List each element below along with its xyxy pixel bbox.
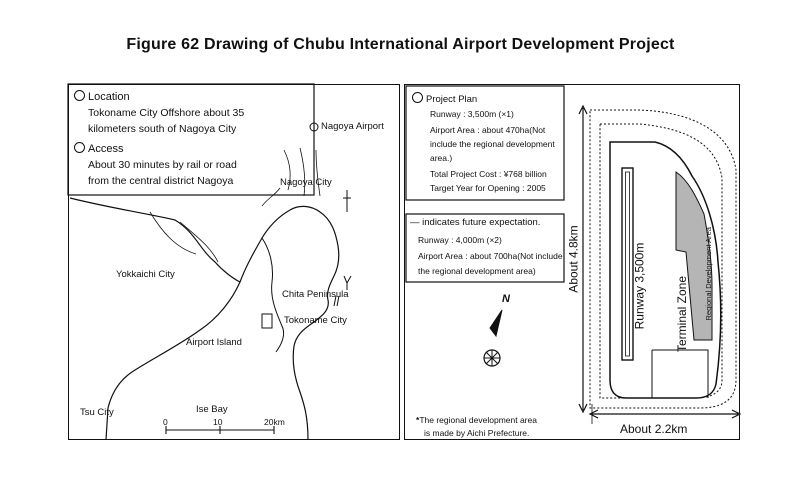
circle-bullet-icon	[74, 90, 85, 101]
airport-plan-panel	[404, 84, 740, 440]
figure-title: Figure 62 Drawing of Chubu International…	[126, 36, 675, 53]
plan-target: Target Year for Opening : 2005	[430, 183, 546, 193]
scale-tick-0: 0	[163, 417, 168, 427]
scale-bar	[165, 426, 275, 434]
regional-development-area-shape	[675, 171, 713, 341]
length-label: About 4.8km	[566, 225, 581, 293]
scale-tick-20km: 20km	[264, 417, 285, 427]
access-line-2: from the central district Nagoya	[88, 175, 234, 187]
ise-bay-label: Ise Bay	[196, 404, 228, 415]
footnote-line-1: *The regional development area	[416, 415, 537, 425]
scale-tick-10: 10	[213, 417, 223, 427]
rail-symbol	[343, 190, 351, 212]
length-dimension-line	[578, 104, 588, 414]
plan-area-2: include the regional development	[430, 139, 555, 149]
nagoya-city-label: Nagoya City	[280, 177, 332, 188]
access-heading: Access	[74, 142, 123, 155]
future-outline-outer	[589, 109, 737, 409]
nagoya-airport-label: Nagoya Airport	[321, 121, 384, 132]
terminal-zone-lines	[651, 349, 709, 398]
rail-symbol-3	[333, 295, 340, 307]
terminal-zone-label: Terminal Zone	[675, 275, 690, 353]
location-info-box	[67, 83, 315, 196]
airport-island-label: Airport Island	[186, 337, 242, 348]
airport-island-shape	[261, 313, 273, 329]
north-label: N	[502, 293, 510, 305]
future-heading: — indicates future expectation.	[410, 217, 541, 228]
compass-spokes	[484, 350, 500, 366]
future-runway: Runway : 4,000m (×2)	[418, 235, 502, 245]
runway-label: Runway 3,500m	[632, 242, 647, 330]
future-box	[405, 213, 565, 283]
plan-runway: Runway : 3,500m (×1)	[430, 109, 514, 119]
north-arrow	[489, 309, 503, 338]
width-label: About 2.2km	[620, 422, 688, 436]
future-area-1: Airport Area : about 700ha(Not include	[418, 251, 563, 261]
river-west-2	[179, 221, 219, 263]
project-plan-heading: Project Plan	[412, 92, 477, 105]
nagoya-airport-marker	[309, 122, 319, 132]
location-heading: Location	[74, 90, 130, 103]
rail-symbol-2	[343, 275, 352, 290]
width-dimension-line	[588, 409, 742, 419]
plan-area-3: area.)	[430, 153, 453, 163]
river-north	[261, 187, 281, 207]
nagoya-coast	[239, 205, 340, 441]
tokoname-city-label: Tokoname City	[284, 315, 347, 326]
airport-island-outline	[609, 141, 722, 399]
location-line-1: Tokoname City Offshore about 35	[88, 107, 245, 119]
circle-bullet-icon	[74, 142, 85, 153]
rivers-nagoya	[283, 147, 321, 197]
access-line-1: About 30 minutes by rail or road	[88, 159, 237, 171]
future-area-2: the regional development area)	[418, 266, 536, 276]
runway-centerline	[625, 171, 630, 357]
chita-inner-coast	[261, 237, 285, 353]
plan-cost: Total Project Cost : ¥768 billion	[430, 169, 547, 179]
plan-area-1: Airport Area : about 470ha(Not	[430, 125, 546, 135]
regional-area-label: Regional Development Area	[703, 227, 713, 321]
river-west	[149, 211, 197, 255]
asterisk-mark: *	[416, 415, 420, 425]
chita-peninsula-label: Chita Peninsula	[282, 289, 349, 300]
yokkaichi-city-label: Yokkaichi City	[116, 269, 175, 280]
runway-shape	[621, 167, 634, 361]
tsu-city-label: Tsu City	[80, 407, 114, 418]
circle-bullet-icon	[412, 92, 423, 103]
footnote-line-2: is made by Aichi Prefecture.	[424, 428, 530, 438]
project-plan-box	[405, 85, 565, 201]
location-line-2: kilometers south of Nagoya City	[88, 123, 237, 135]
